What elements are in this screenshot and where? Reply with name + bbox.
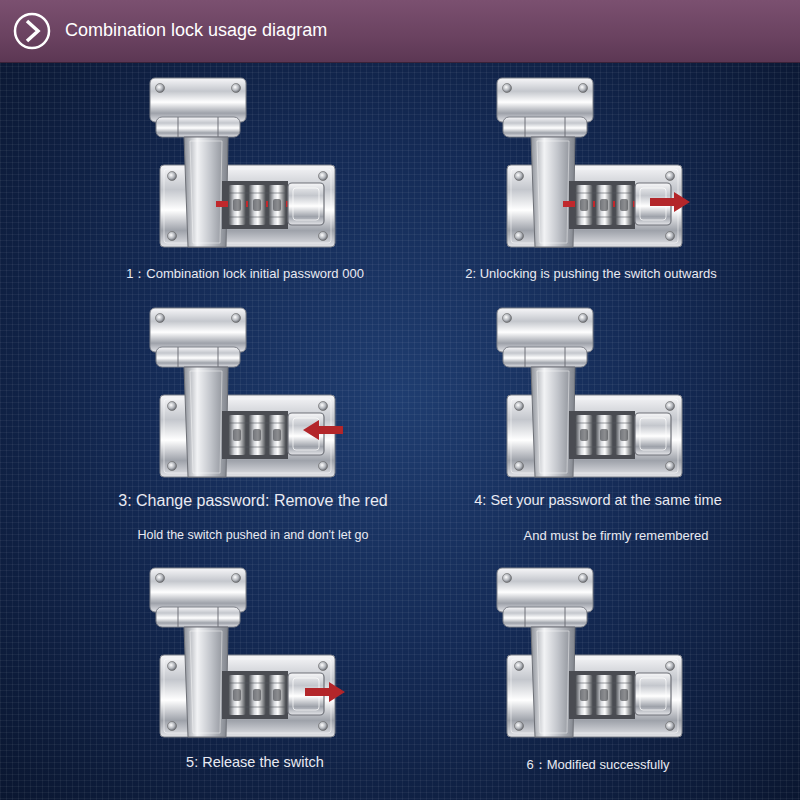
step-caption: 1：Combination lock initial password 000 [126, 266, 364, 282]
step-caption: 4: Set your password at the same time [474, 492, 721, 509]
page-title: Combination lock usage diagram [65, 20, 327, 42]
step-caption: 3: Change password: Remove the red [118, 491, 387, 510]
step-caption: And must be firmly remembered [524, 528, 709, 544]
step-caption: Hold the switch pushed in and don't let … [137, 528, 368, 543]
step-caption: 5: Release the switch [186, 754, 324, 771]
step-caption: 6：Modified successfully [526, 757, 669, 773]
step-caption: 2: Unlocking is pushing the switch outwa… [465, 266, 716, 282]
